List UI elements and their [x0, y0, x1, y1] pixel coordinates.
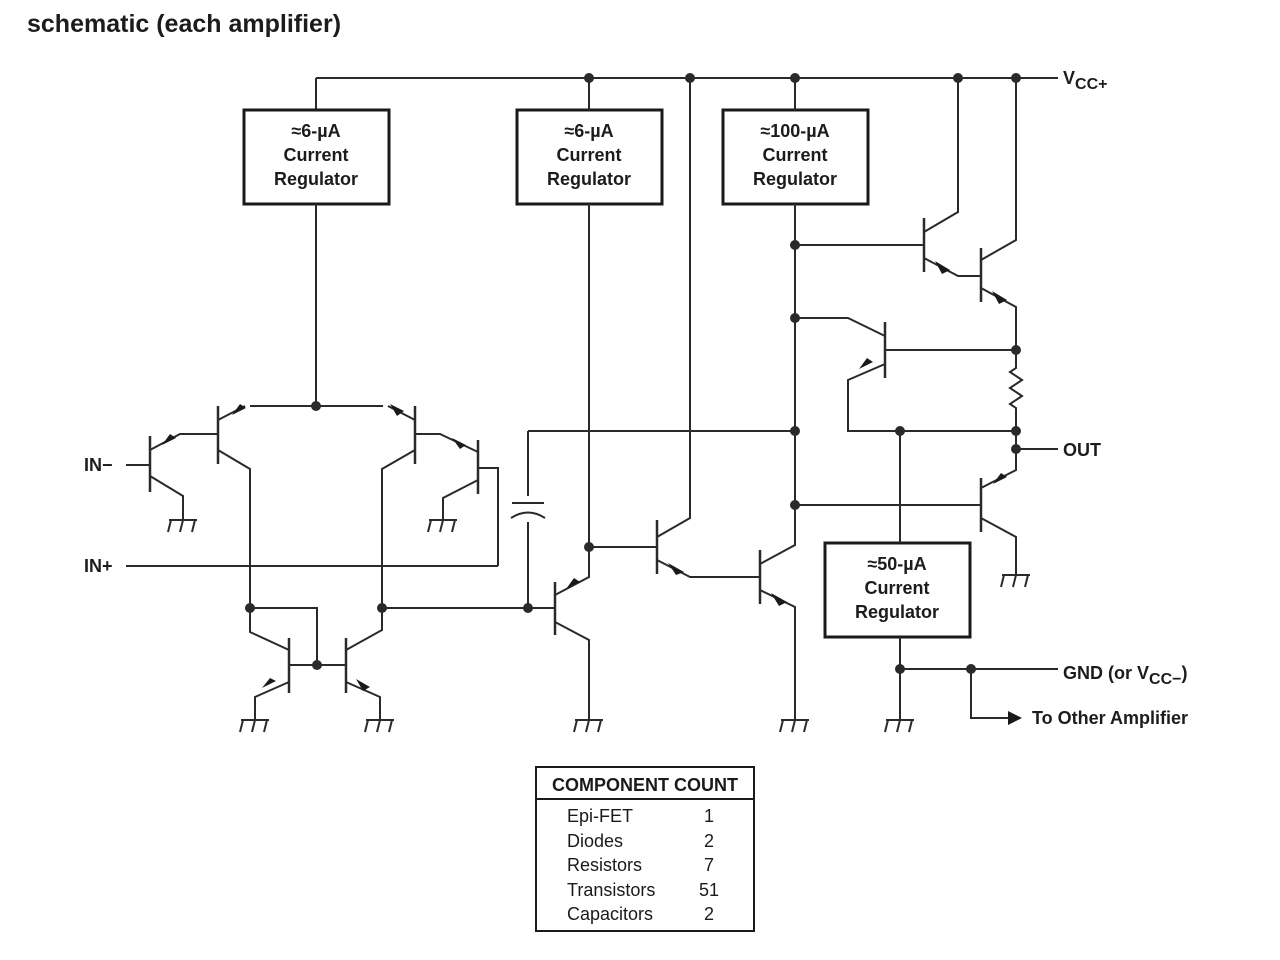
gnd-prefix: GND (or V: [1063, 663, 1149, 683]
component-count-table: COMPONENT COUNT Epi-FET 1 Diodes 2 Resis…: [535, 766, 755, 932]
gnd-sub: CC−: [1149, 671, 1181, 688]
current-regulator-50ua: ≈50-µA Current Regulator: [823, 541, 972, 639]
component-count: 51: [698, 879, 720, 900]
component-row: Transistors 51: [537, 878, 753, 903]
component-name: Resistors: [567, 855, 643, 875]
ground-icons: [167, 519, 1030, 733]
in-plus-label: IN+: [84, 556, 113, 576]
component-count: 2: [703, 830, 714, 851]
regulator-line3: Regulator: [547, 169, 631, 189]
component-row: Epi-FET 1: [537, 804, 753, 829]
regulator-current: ≈50-µA: [867, 554, 926, 574]
component-name: Transistors: [567, 879, 656, 900]
component-name: Capacitors: [567, 904, 654, 924]
regulator-line3: Regulator: [274, 169, 358, 189]
out-label: OUT: [1063, 440, 1101, 460]
current-regulator-6ua-mid: ≈6-µA Current Regulator: [515, 108, 664, 206]
gnd-label: GND (or VCC−): [1063, 663, 1187, 688]
junction-dots: [245, 73, 1021, 674]
vcc-sub: CC+: [1075, 76, 1107, 93]
component-row: Capacitors 2: [537, 902, 753, 927]
vcc-rail: [315, 77, 1058, 110]
regulator-line2: Current: [864, 578, 929, 598]
component-name: Epi-FET: [567, 806, 634, 826]
vcc-main: V: [1063, 68, 1075, 88]
in-minus-label: IN−: [84, 455, 113, 475]
regulator-current: ≈6-µA: [291, 121, 340, 141]
regulator-line3: Regulator: [855, 602, 939, 622]
component-name: Diodes: [567, 830, 624, 851]
compensation-capacitor-icon: [510, 496, 546, 522]
component-count: 2: [703, 904, 714, 924]
current-regulator-6ua-left: ≈6-µA Current Regulator: [242, 108, 391, 206]
gnd-suffix: ): [1181, 663, 1187, 683]
component-count-header: COMPONENT COUNT: [537, 768, 753, 800]
vcc-terminal-label: VCC+: [1063, 68, 1107, 93]
to-other-amplifier-label: To Other Amplifier: [1032, 708, 1188, 728]
component-row: Resistors 7: [537, 853, 753, 878]
svg-text:VCC+: VCC+: [1063, 68, 1107, 93]
component-count: 1: [703, 806, 714, 826]
regulator-line2: Current: [556, 145, 621, 165]
schematic-title: schematic (each amplifier): [27, 10, 342, 38]
regulator-line2: Current: [283, 145, 348, 165]
component-row: Diodes 2: [537, 829, 753, 854]
regulator-current: ≈6-µA: [564, 121, 613, 141]
emitter-arrow-icons: [162, 261, 1022, 725]
regulator-current: ≈100-µA: [760, 121, 829, 141]
component-count: 7: [703, 855, 714, 875]
transistor-bars: [148, 218, 983, 693]
to-other-arrow-icon: [1008, 711, 1022, 725]
regulator-line3: Regulator: [753, 169, 837, 189]
regulator-line2: Current: [762, 145, 827, 165]
current-regulator-100ua: ≈100-µA Current Regulator: [721, 108, 870, 206]
